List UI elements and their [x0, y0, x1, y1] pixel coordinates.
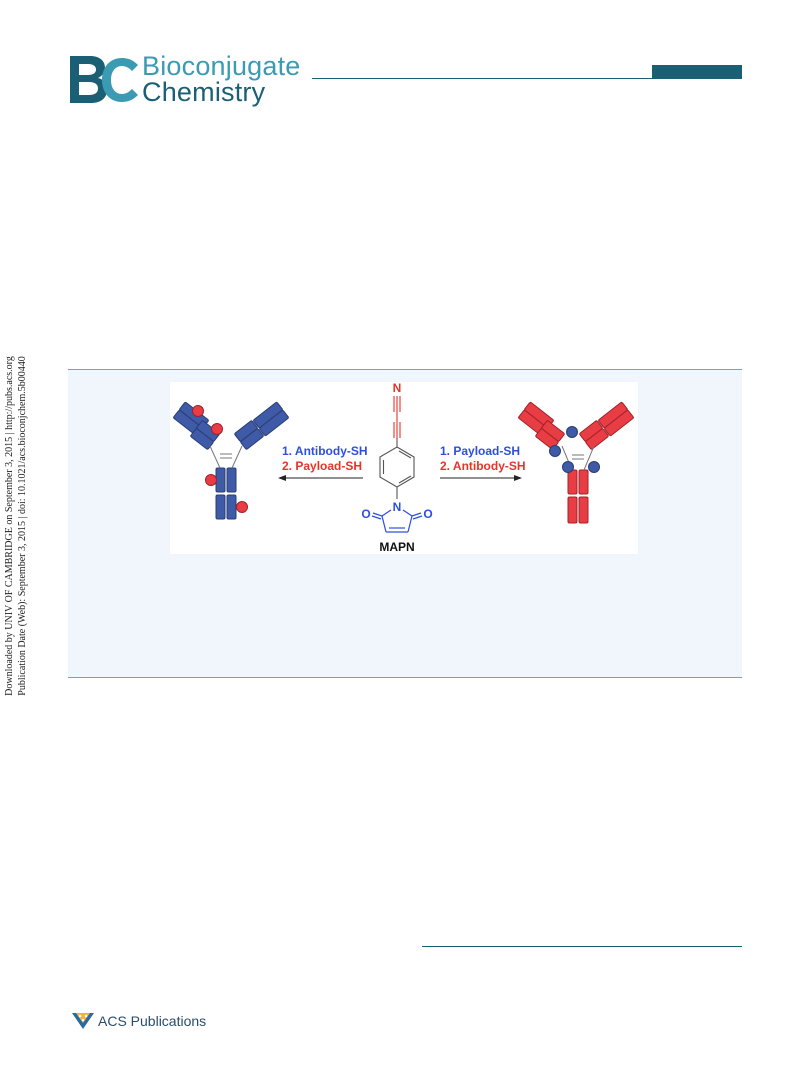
imide-n-atom: N	[393, 500, 402, 514]
download-note-line2: Publication Date (Web): September 3, 201…	[16, 356, 28, 696]
journal-logo: Bioconjugate Chemistry	[68, 52, 318, 108]
journal-name-line1: Bioconjugate	[142, 51, 301, 81]
publisher-logo: ACS Publications	[70, 1007, 230, 1035]
red-antibody-icon	[518, 401, 634, 524]
bc-monogram-icon	[70, 56, 138, 103]
download-note: Downloaded by UNIV OF CAMBRIDGE on Septe…	[4, 336, 29, 716]
download-note-line1: Downloaded by UNIV OF CAMBRIDGE on Septe…	[4, 356, 15, 696]
reagent-name-label: MAPN	[379, 540, 414, 554]
publisher-name: ACS Publications	[98, 1013, 207, 1029]
acs-diamond-icon	[72, 1013, 94, 1029]
blue-payload-icon	[549, 426, 600, 473]
left-step-2: 2. Payload-SH	[282, 459, 362, 473]
right-reaction-arrow	[440, 475, 522, 481]
toc-scheme: 1. Antibody-SH 2. Payload-SH 1. Payload-…	[173, 382, 634, 554]
left-step-1: 1. Antibody-SH	[282, 444, 368, 458]
carbonyl-o-left: O	[361, 507, 370, 521]
carbonyl-o-right: O	[423, 507, 432, 521]
header-rule	[312, 78, 742, 79]
red-payload-icon	[192, 405, 248, 513]
left-reaction-arrow	[278, 475, 363, 481]
right-step-2: 2. Antibody-SH	[440, 459, 526, 473]
journal-name-line2: Chemistry	[142, 77, 266, 107]
footnote-rule	[422, 946, 742, 947]
toc-graphic: 1. Antibody-SH 2. Payload-SH 1. Payload-…	[170, 382, 638, 554]
header-color-block	[652, 65, 742, 79]
blue-antibody-icon	[173, 401, 289, 520]
abstract-panel: 1. Antibody-SH 2. Payload-SH 1. Payload-…	[68, 369, 742, 678]
blue-antibody-hinge	[209, 445, 243, 469]
nitrile-n-atom: N	[393, 382, 402, 395]
mapn-structure: N	[361, 382, 432, 554]
right-step-1: 1. Payload-SH	[440, 444, 520, 458]
